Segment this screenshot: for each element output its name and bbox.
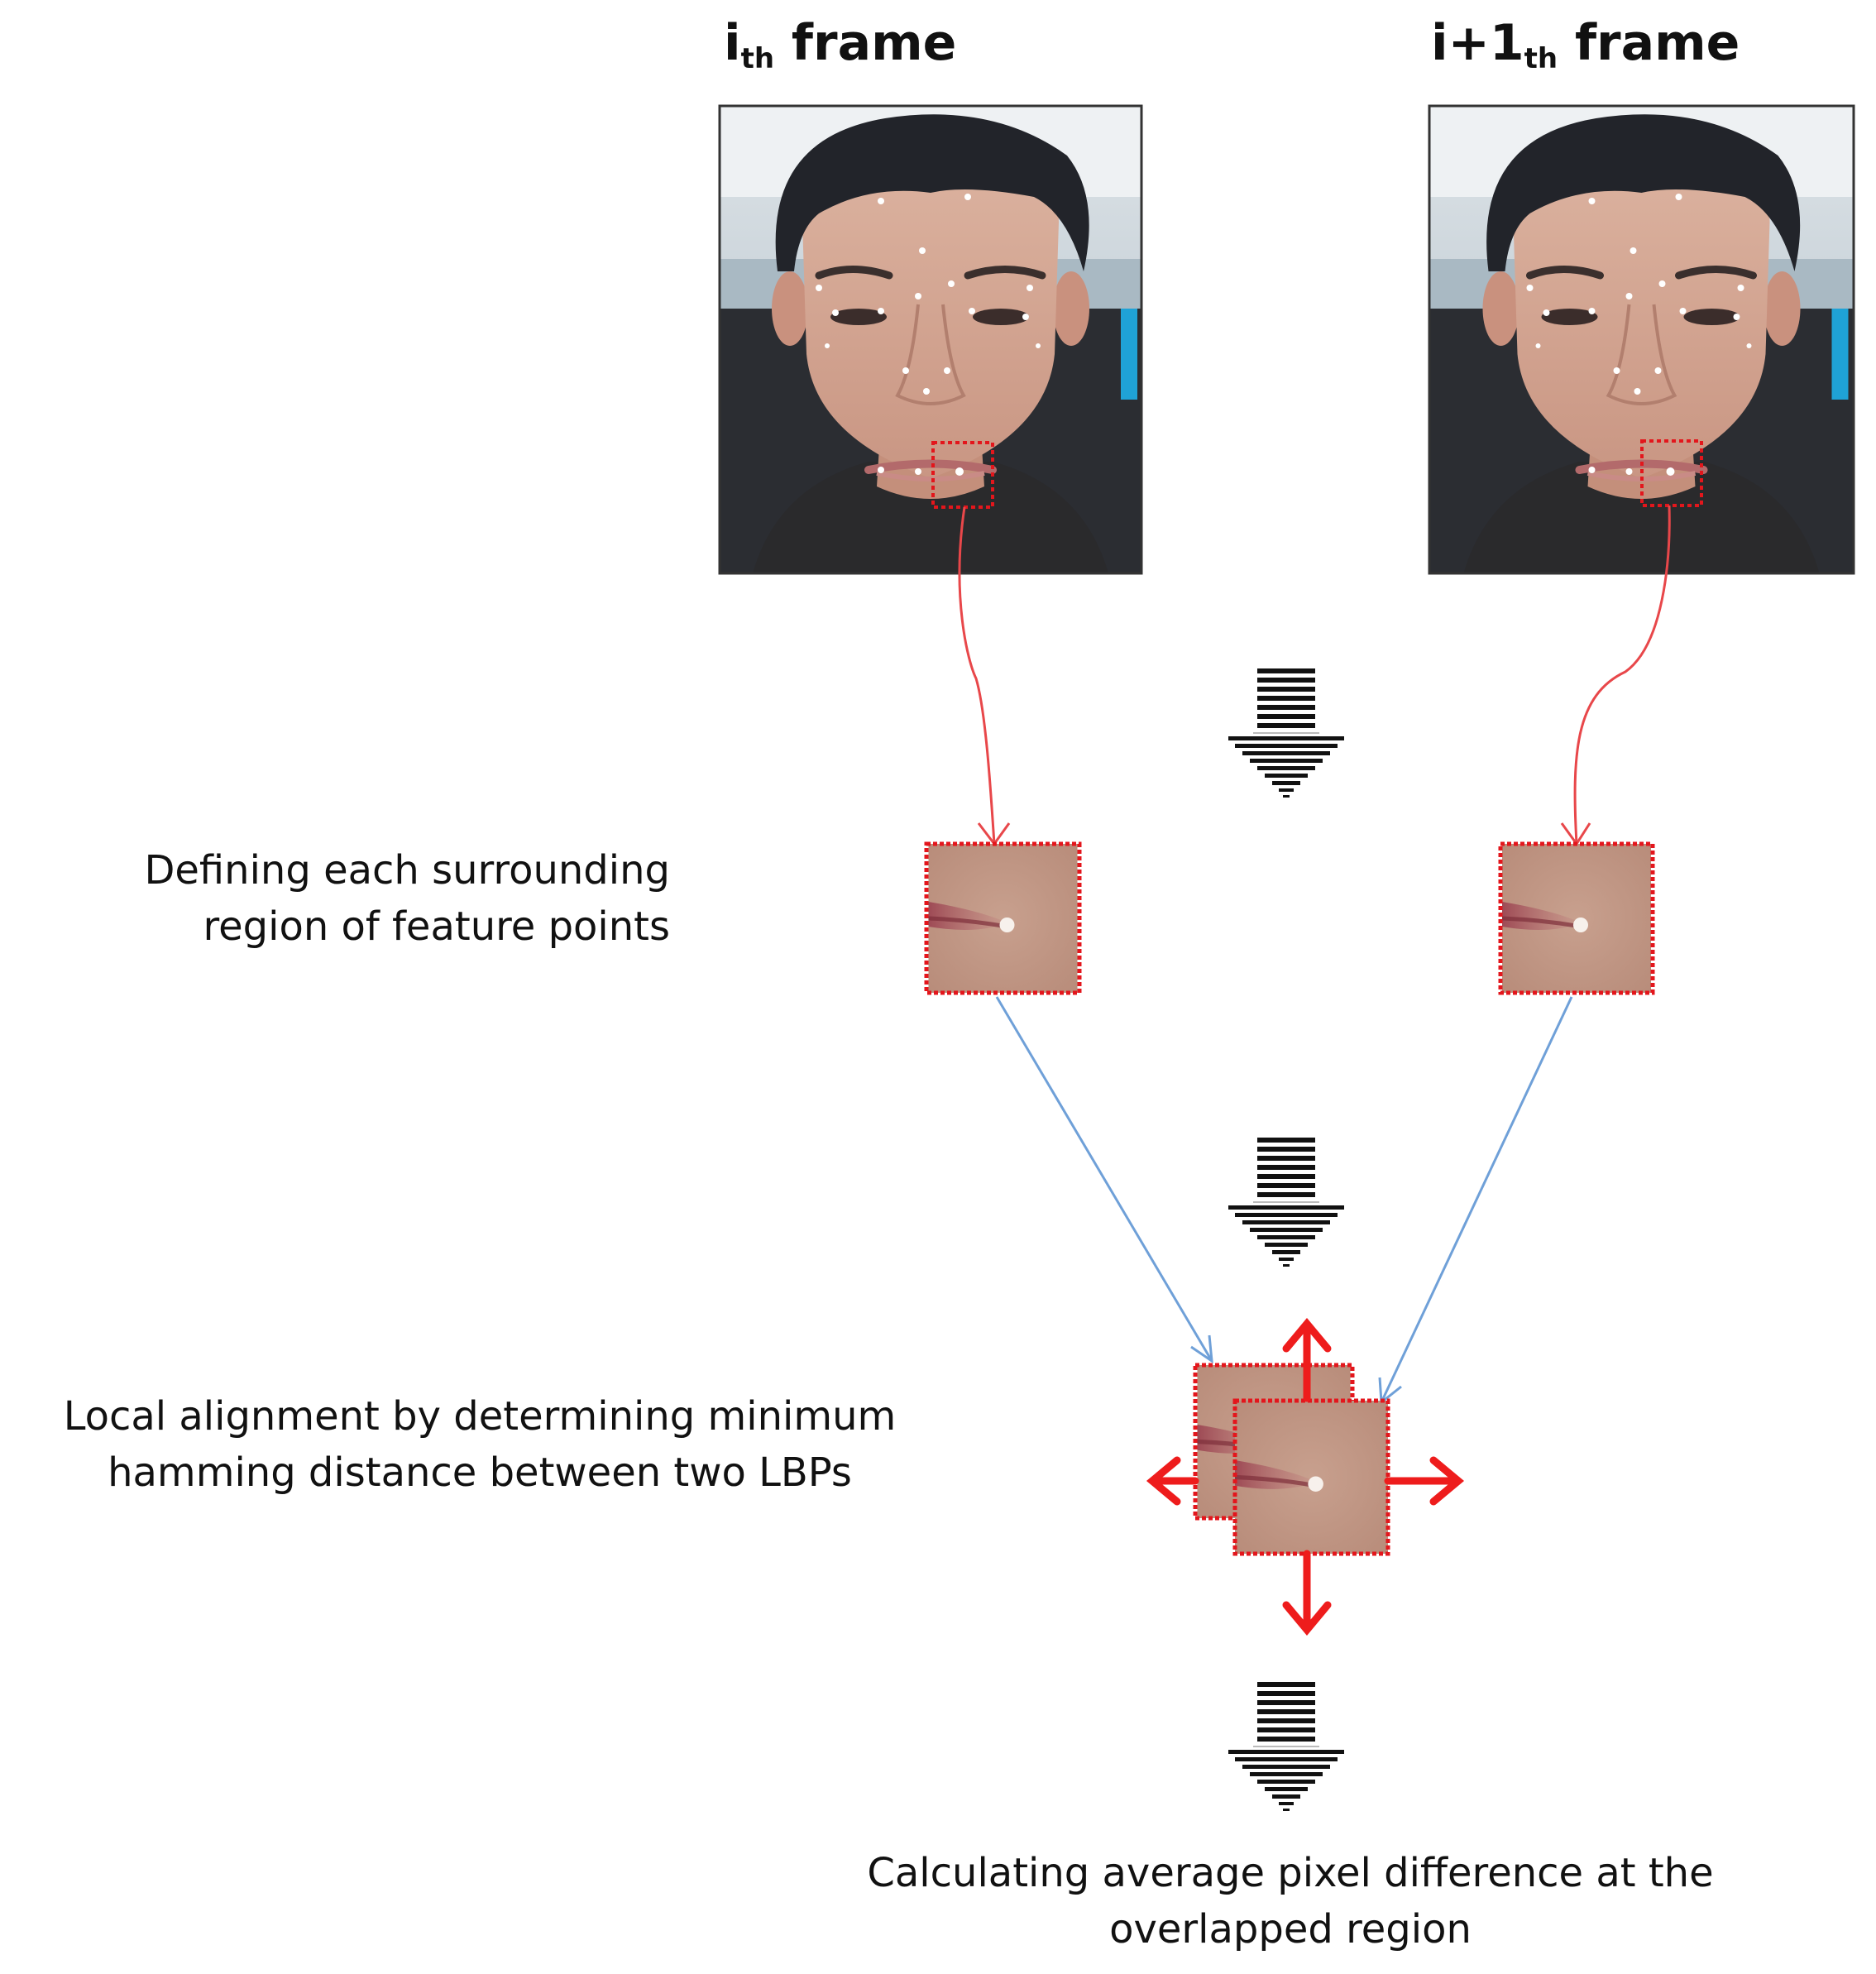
aligned-patch-front <box>1232 1398 1390 1556</box>
region-patch-frame-i <box>924 841 1082 995</box>
step-label-local-alignment: Local alignment by determining minimum h… <box>63 1393 897 1496</box>
frame-i-title: ith frame <box>724 14 957 75</box>
blue-connector-left-head <box>1190 1334 1213 1364</box>
selection-box-frame-i1 <box>1640 439 1703 507</box>
selection-box-frame-i <box>931 441 994 509</box>
red-connector-left <box>958 506 996 845</box>
down-arrow-icon <box>1228 668 1344 798</box>
frame-i1-photo <box>1428 104 1855 575</box>
region-patch-frame-i1 <box>1498 841 1655 995</box>
red-connector-right <box>1573 505 1671 845</box>
step-label-defining-region: Defining each surrounding region of feat… <box>144 847 670 950</box>
frame-i1-title: i+1th frame <box>1431 14 1740 75</box>
frame-i-photo <box>718 104 1143 575</box>
blue-connector-right <box>1380 996 1573 1403</box>
step-label-average-difference: Calculating average pixel difference at … <box>867 1850 1714 1952</box>
down-arrow-icon <box>1228 1682 1344 1812</box>
blue-connector-left <box>995 996 1213 1362</box>
shift-arrow-icon <box>1146 1317 1465 1636</box>
down-arrow-icon <box>1228 1138 1344 1267</box>
